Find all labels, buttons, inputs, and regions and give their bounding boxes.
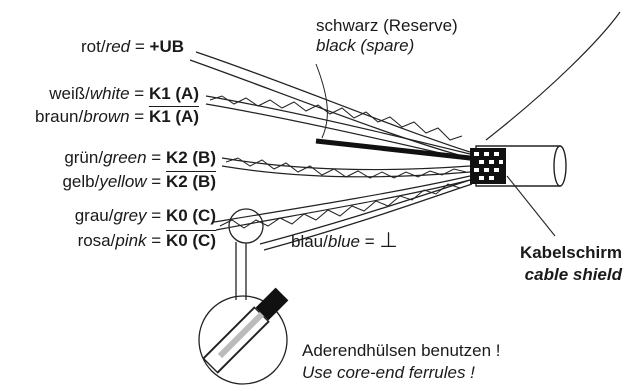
shield-leader-line (506, 175, 556, 237)
ferrule-note-en: Use core-end ferrules ! (302, 363, 475, 382)
reserve-label: schwarz (Reserve) black (spare) (316, 16, 458, 56)
wire-label-red: rot/red = +UB (80, 37, 184, 56)
wire-blue (259, 179, 473, 251)
wire-label-yellow: gelb/yellow = K2 (B) (62, 172, 216, 191)
ground-symbol: ⊥ (379, 229, 398, 252)
wire-grey-pink-twisted (213, 175, 471, 231)
shield-braid (470, 148, 506, 184)
wire-label-grey: grau/grey = K0 (C) (74, 206, 216, 225)
wire-label-green: grün/green = K2 (B) (64, 148, 216, 167)
shield-label-de: Kabelschirm (519, 243, 622, 262)
reserve-label-en: black (spare) (316, 36, 415, 55)
wire-red (189, 51, 471, 159)
ferrule-detail (198, 208, 288, 385)
wire-white-brown-twisted (205, 95, 471, 161)
ferrule-note-de: Aderendhülsen benutzen ! (302, 341, 501, 360)
wire-label-white: weiß/white = K1 (A) (49, 84, 199, 103)
wire-green-yellow-twisted (221, 157, 471, 179)
ferrule-note: Aderendhülsen benutzen ! Use core-end fe… (302, 340, 501, 384)
shield-label: Kabelschirm cable shield (520, 242, 622, 286)
shield-label-en: cable shield (524, 265, 622, 284)
ferrule-icon (202, 287, 289, 374)
wire-label-blue: blau/blue = ⊥ (291, 229, 398, 252)
wire-black-spare (315, 63, 471, 161)
reserve-label-de: schwarz (Reserve) (316, 16, 458, 35)
wire-label-pink: rosa/pink = K0 (C) (77, 231, 216, 250)
detail-arc (485, 11, 621, 141)
wire-label-brown: braun/brown = K1 (A) (35, 107, 199, 126)
